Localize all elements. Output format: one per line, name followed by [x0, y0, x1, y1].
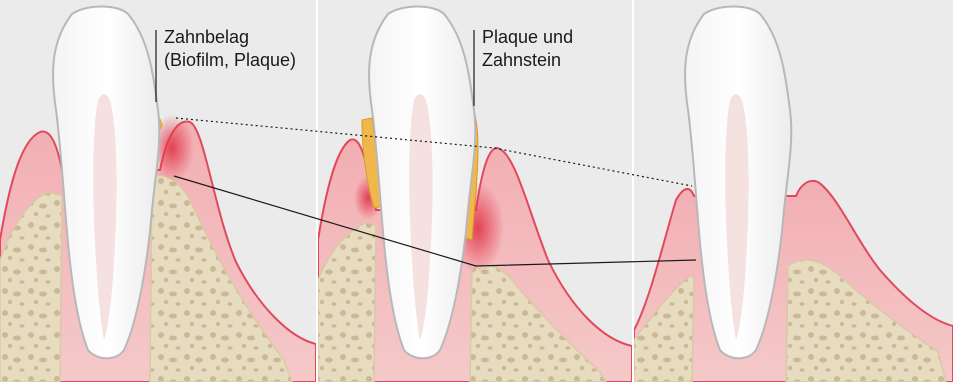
callout-line: Zahnbelag — [164, 26, 296, 49]
panel-divider — [632, 0, 634, 382]
callout-tartar-label: Plaque und Zahnstein — [482, 26, 573, 72]
callout-line: (Biofilm, Plaque) — [164, 49, 296, 72]
callout-line: Plaque und — [482, 26, 573, 49]
callout-line: Zahnstein — [482, 49, 573, 72]
callout-plaque-label: Zahnbelag (Biofilm, Plaque) — [164, 26, 296, 72]
panel-divider — [316, 0, 318, 382]
